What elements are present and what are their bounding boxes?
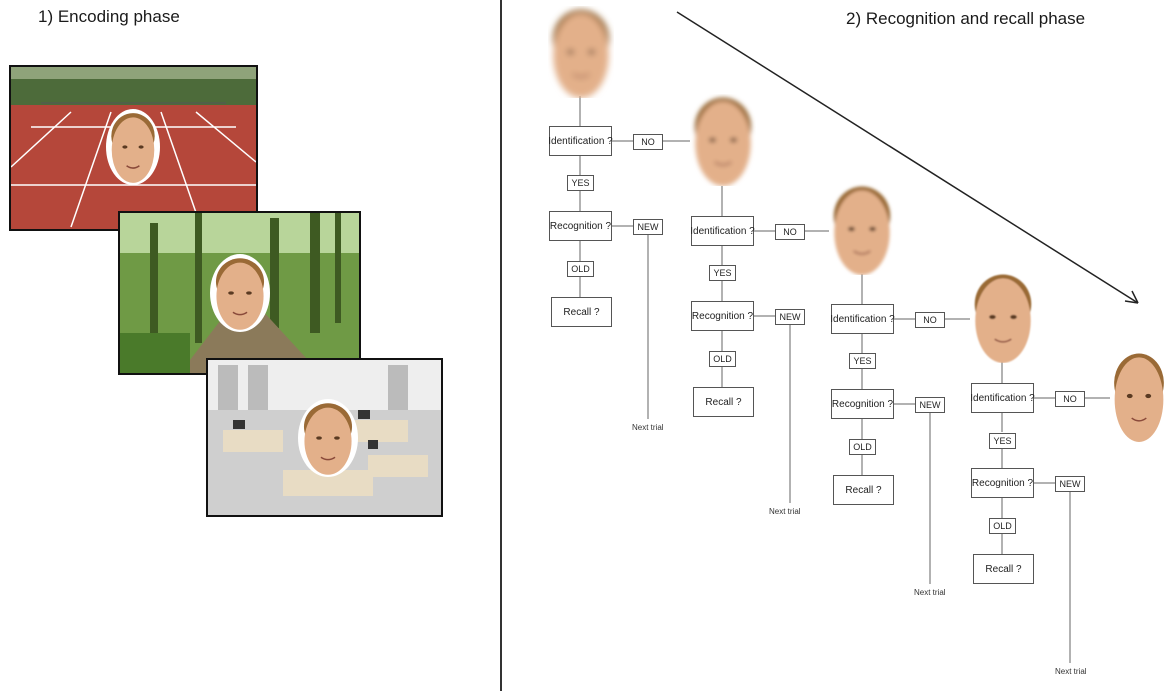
face-portrait-johnny [209, 253, 271, 338]
no-box: NO [633, 134, 663, 150]
yes-box: YES [567, 175, 594, 191]
yes-box: YES [849, 353, 876, 369]
identification-box: Identification ? [970, 383, 1035, 413]
yes-box: YES [709, 265, 736, 281]
stage-2-face [690, 94, 756, 191]
face-portrait-brad [105, 108, 161, 191]
face-portrait-leonardo [297, 398, 359, 483]
stage-3-face [829, 183, 895, 280]
recognition-box: Recognition ? [549, 211, 612, 241]
recall-phase-title: 2) Recognition and recall phase [846, 9, 1086, 28]
stage-1-face [548, 6, 614, 103]
recall-box: Recall ? [973, 554, 1034, 584]
identification-box: Identification ? [830, 304, 895, 334]
forest-image [120, 213, 359, 373]
stage-5-face [1110, 350, 1168, 447]
stage-4-face [970, 271, 1036, 368]
clarity-arrow-head [1124, 290, 1139, 304]
identification-box: Identification ? [690, 216, 755, 246]
new-box: NEW [1055, 476, 1085, 492]
next-trial-label: Next trial [769, 507, 801, 516]
recognition-box: Recognition ? [831, 389, 894, 419]
next-trial-label: Next trial [1055, 667, 1087, 676]
clarity-arrow-line [676, 11, 1139, 304]
next-trial-label: Next trial [914, 588, 946, 597]
yes-box: YES [989, 433, 1016, 449]
phase-divider [500, 0, 502, 691]
forest-scene [118, 211, 361, 375]
old-box: OLD [849, 439, 876, 455]
recall-box: Recall ? [833, 475, 894, 505]
old-box: OLD [989, 518, 1016, 534]
no-box: NO [775, 224, 805, 240]
recall-box: Recall ? [551, 297, 612, 327]
recognition-box: Recognition ? [691, 301, 754, 331]
recognition-box: Recognition ? [971, 468, 1034, 498]
identification-box: Identification ? [548, 126, 613, 156]
encoding-phase-title: 1) Encoding phase [38, 7, 180, 26]
old-box: OLD [567, 261, 594, 277]
old-box: OLD [709, 351, 736, 367]
new-box: NEW [915, 397, 945, 413]
new-box: NEW [633, 219, 663, 235]
no-box: NO [915, 312, 945, 328]
no-box: NO [1055, 391, 1085, 407]
next-trial-label: Next trial [632, 423, 664, 432]
recall-box: Recall ? [693, 387, 754, 417]
new-box: NEW [775, 309, 805, 325]
